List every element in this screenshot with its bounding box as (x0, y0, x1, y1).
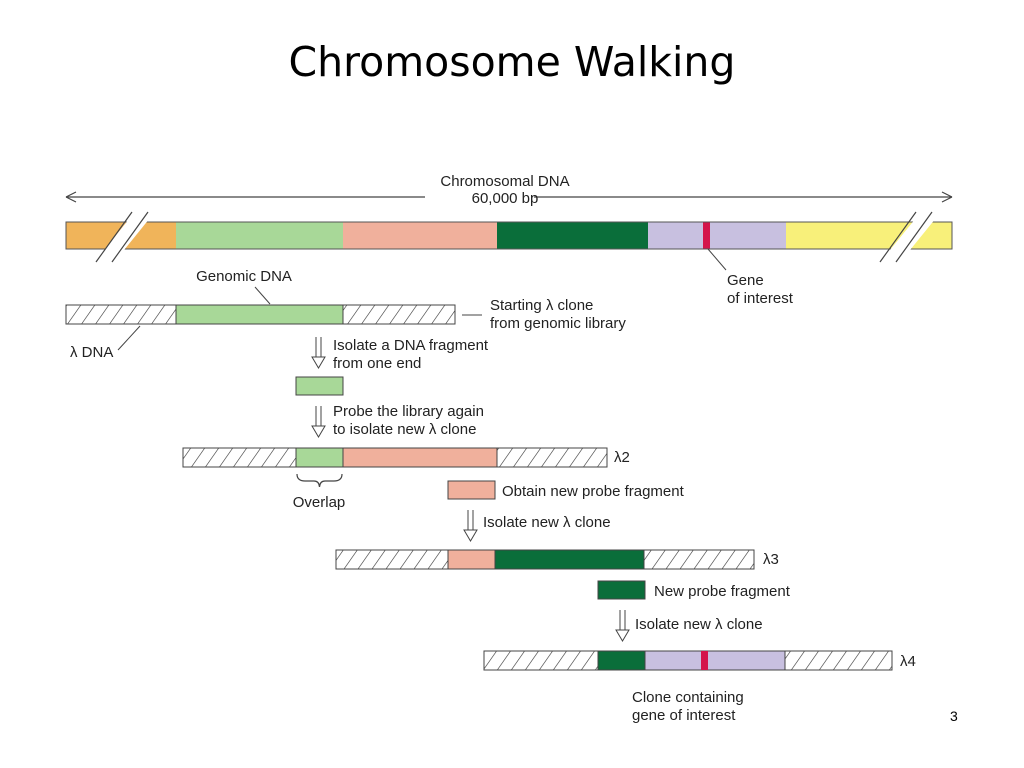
gene-of-interest-marker-lambda4 (701, 651, 708, 670)
right-break-mark (879, 211, 940, 263)
slide-title: Chromosome Walking (288, 38, 736, 86)
step1-label: Isolate a DNA fragment (333, 337, 489, 354)
starting-lambda-clone (65, 304, 456, 325)
gene-of-interest-marker (703, 222, 710, 249)
final-clone-label-2: gene of interest (632, 707, 736, 724)
step4-arrow (463, 510, 478, 542)
step1-label-2: from one end (333, 355, 421, 372)
lambda-dna-leader (117, 325, 141, 351)
step2-arrow (311, 406, 326, 438)
step5-label: New probe fragment (654, 583, 791, 600)
lambda3-clone (335, 549, 755, 570)
step6-arrow (615, 610, 630, 642)
final-clone-label: Clone containing (632, 689, 744, 706)
segment-dark-green (497, 222, 648, 249)
gene-leader-line (707, 248, 727, 271)
page-number: 3 (950, 708, 958, 724)
genomic-dna-leader (254, 286, 271, 305)
starting-clone-label: Starting λ clone (490, 297, 593, 314)
lambda-dna-label: λ DNA (70, 344, 113, 361)
step1-arrow (311, 337, 326, 369)
gene-label-2: of interest (727, 290, 794, 307)
chromosome-length-arrow (65, 191, 953, 203)
lambda3-label: λ3 (763, 551, 779, 568)
probe-fragment-3 (597, 580, 646, 600)
chromosomal-dna-label: Chromosomal DNA (440, 173, 569, 190)
step3-label: Obtain new probe fragment (502, 483, 685, 500)
segment-light-green (176, 222, 343, 249)
lambda2-clone (182, 447, 608, 468)
left-break-mark (95, 211, 154, 263)
chromosomal-dna-bar (65, 211, 953, 263)
genomic-dna-label: Genomic DNA (196, 268, 292, 285)
lambda4-clone (483, 650, 893, 671)
overlap-label: Overlap (293, 494, 346, 511)
probe-fragment-1 (295, 376, 344, 396)
step2-label: Probe the library again (333, 403, 484, 420)
lambda4-label: λ4 (900, 653, 916, 670)
segment-salmon (343, 222, 497, 249)
probe-fragment-2 (447, 480, 496, 500)
starting-clone-label-2: from genomic library (490, 315, 626, 332)
overlap-brace (296, 473, 343, 488)
gene-label: Gene (727, 272, 764, 289)
step2-label-2: to isolate new λ clone (333, 421, 476, 438)
chromosome-length-label: 60,000 bp (472, 190, 539, 207)
segment-lavender (648, 222, 786, 249)
step6-label: Isolate new λ clone (635, 616, 763, 633)
lambda2-label: λ2 (614, 449, 630, 466)
step4-label: Isolate new λ clone (483, 514, 611, 531)
